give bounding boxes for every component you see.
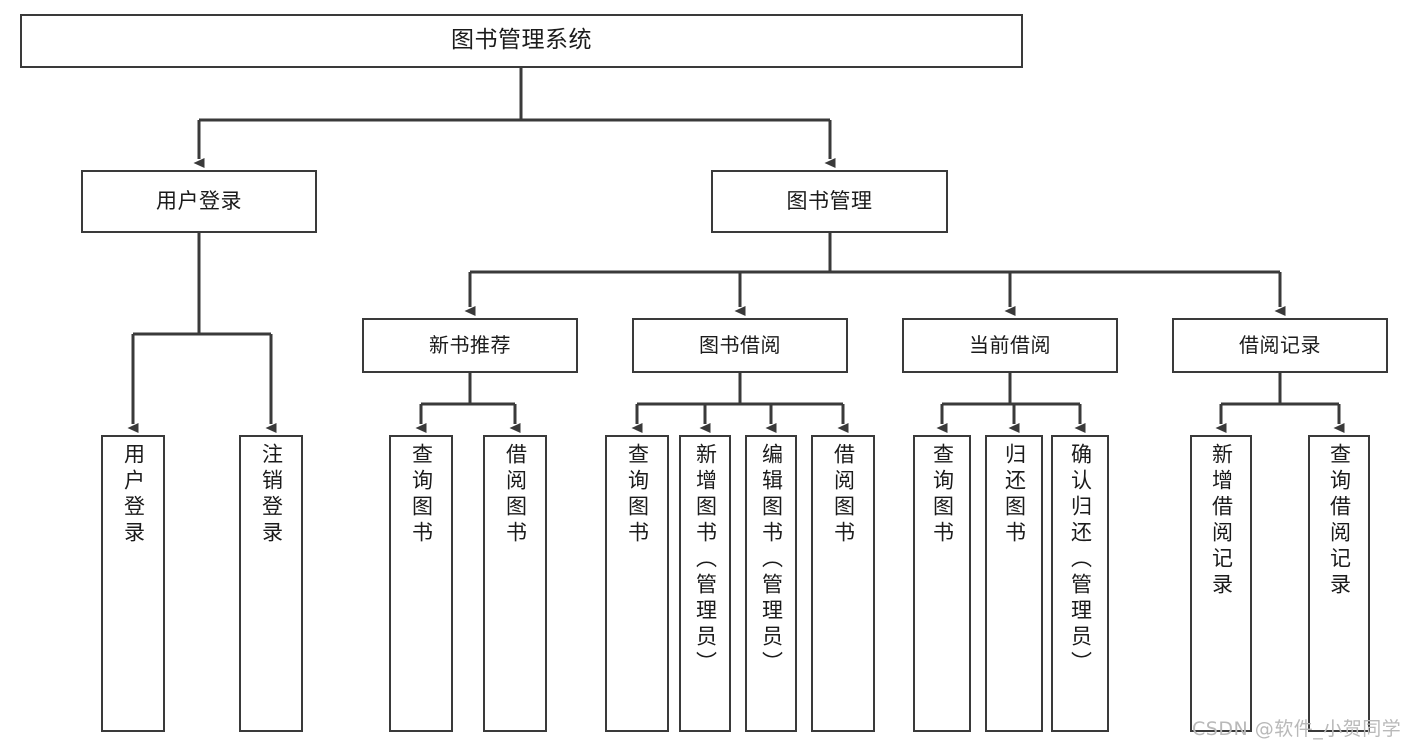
node-user-login-label: 用户登录: [156, 188, 242, 213]
node-leaf-return-book[interactable]: 归还图书: [985, 435, 1043, 732]
node-leaf-user-logout-label: 注销登录: [259, 443, 284, 547]
node-leaf-query-book-3[interactable]: 查询图书: [913, 435, 971, 732]
node-new-book-rec[interactable]: 新书推荐: [362, 318, 578, 373]
node-leaf-borrow-book-2[interactable]: 借阅图书: [811, 435, 875, 732]
node-leaf-query-book-1[interactable]: 查询图书: [389, 435, 453, 732]
node-leaf-return-book-label: 归还图书: [1002, 443, 1027, 547]
node-book-manage-label: 图书管理: [786, 188, 873, 213]
node-leaf-borrow-book-1[interactable]: 借阅图书: [483, 435, 547, 732]
node-leaf-edit-book[interactable]: 编辑图书（管理员）: [745, 435, 797, 732]
node-leaf-edit-book-label: 编辑图书（管理员）: [759, 443, 784, 677]
node-leaf-add-record-label: 新增借阅记录: [1209, 443, 1234, 599]
node-borrow-record[interactable]: 借阅记录: [1172, 318, 1388, 373]
node-book-borrow[interactable]: 图书借阅: [632, 318, 848, 373]
node-leaf-add-record[interactable]: 新增借阅记录: [1190, 435, 1252, 732]
node-leaf-borrow-book-1-label: 借阅图书: [503, 443, 528, 547]
node-user-login[interactable]: 用户登录: [81, 170, 317, 233]
node-leaf-query-record[interactable]: 查询借阅记录: [1308, 435, 1370, 732]
node-leaf-query-book-3-label: 查询图书: [930, 443, 955, 547]
csdn-watermark: CSDN @软件_小贺同学: [1192, 718, 1402, 740]
node-leaf-query-book-1-label: 查询图书: [409, 443, 434, 547]
node-current-borrow-label: 当前借阅: [969, 333, 1051, 358]
node-leaf-add-book-label: 新增图书（管理员）: [693, 443, 718, 677]
node-new-book-rec-label: 新书推荐: [429, 333, 511, 358]
node-root[interactable]: 图书管理系统: [20, 14, 1023, 68]
node-leaf-user-logout[interactable]: 注销登录: [239, 435, 303, 732]
node-leaf-query-record-label: 查询借阅记录: [1327, 443, 1352, 599]
node-leaf-user-login[interactable]: 用户登录: [101, 435, 165, 732]
node-leaf-query-book-2[interactable]: 查询图书: [605, 435, 669, 732]
node-root-label: 图书管理系统: [451, 27, 592, 54]
node-leaf-borrow-book-2-label: 借阅图书: [831, 443, 856, 547]
node-leaf-add-book[interactable]: 新增图书（管理员）: [679, 435, 731, 732]
node-current-borrow[interactable]: 当前借阅: [902, 318, 1118, 373]
node-leaf-confirm-return[interactable]: 确认归还（管理员）: [1051, 435, 1109, 732]
node-borrow-record-label: 借阅记录: [1239, 333, 1321, 358]
node-leaf-user-login-label: 用户登录: [121, 443, 146, 547]
node-book-manage[interactable]: 图书管理: [711, 170, 948, 233]
node-leaf-confirm-return-label: 确认归还（管理员）: [1068, 443, 1093, 677]
node-leaf-query-book-2-label: 查询图书: [625, 443, 650, 547]
node-book-borrow-label: 图书借阅: [699, 333, 781, 358]
